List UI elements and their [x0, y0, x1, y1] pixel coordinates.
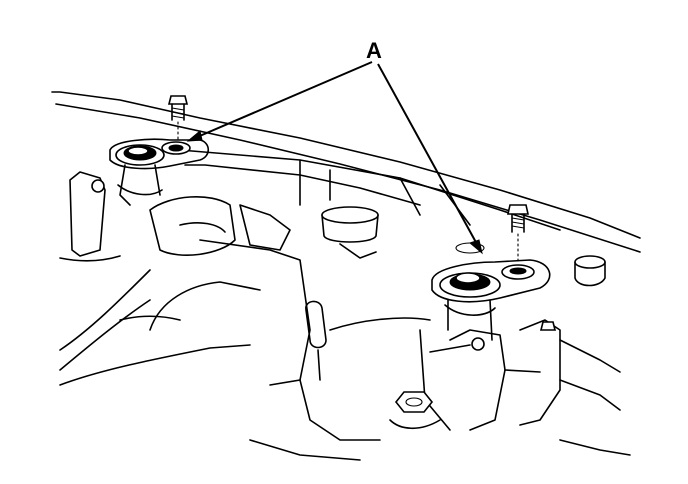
left-post: [59, 171, 121, 262]
right-mount-bracket: [431, 242, 551, 341]
callout-label-a: A: [366, 38, 382, 63]
center-cap: [321, 206, 379, 259]
lower-bolt-head: [389, 391, 441, 430]
engine-block: [59, 196, 451, 441]
left-bolt: [167, 95, 189, 141]
right-cap: [574, 255, 606, 287]
right-lower-structure: [429, 319, 621, 431]
bottom-lines: [119, 315, 631, 461]
callout-pointers: [186, 61, 483, 255]
upper-frame-rail: [51, 91, 641, 253]
right-bolt: [507, 204, 529, 263]
dipstick-loop: [305, 300, 327, 381]
left-mount-bracket: [109, 138, 210, 206]
